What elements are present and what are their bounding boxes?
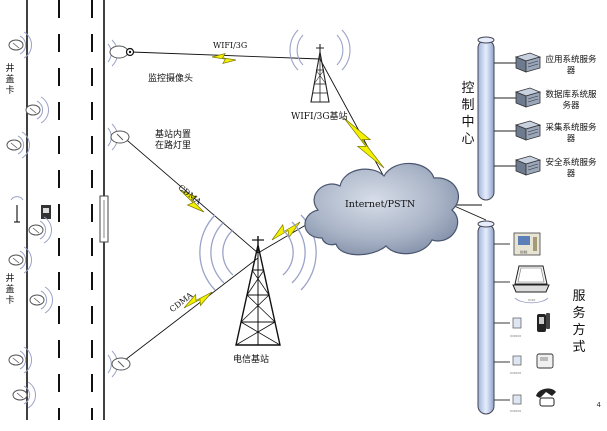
wifi-base-station-label: WIFI/3G基站: [291, 112, 348, 122]
manhole-label-bottom: 井盖卡: [5, 274, 15, 306]
service-bus: [477, 220, 495, 415]
lightning-bolt-icon: [183, 291, 213, 309]
phone-icon: ▭▭▭: [510, 313, 550, 338]
lightning-bolt-icon: [211, 53, 237, 64]
manhole-label-top: 井盖卡: [5, 64, 15, 96]
manhole-sensor-icon: [12, 381, 37, 409]
camera-label: 监控摄像头: [148, 74, 194, 84]
laptop-icon: ▭▭: [512, 265, 550, 304]
road-device-icon: [41, 205, 51, 219]
manhole-sensor-icon: [28, 216, 53, 244]
control-center-bus: [477, 36, 495, 201]
server-group: [514, 52, 542, 176]
camera-icon: [107, 39, 135, 67]
service-mode-label: 服务方式: [572, 289, 586, 355]
streetlight-station-icon: [107, 123, 130, 151]
server-label-db: 数据库系统服务器: [545, 90, 597, 111]
svg-text:▭▭▭: ▭▭▭: [510, 370, 522, 375]
fax-icon: ▭▭▭: [510, 353, 554, 375]
server-label-security: 安全系统服务器: [545, 158, 597, 179]
server-icon: [514, 120, 542, 141]
kiosk-icon: ▤▤: [513, 232, 541, 256]
streetlight-pole-icon: [99, 195, 109, 243]
lightning-bolt-icon: [179, 189, 205, 213]
road: [26, 0, 105, 420]
device-connectors: [494, 243, 510, 401]
streetlight-station-label-1: 基站内置: [155, 130, 192, 140]
manhole-sensor-icon: [8, 246, 33, 274]
svg-text:▤▤: ▤▤: [520, 249, 528, 254]
wifi-tower-icon: [289, 29, 351, 103]
telecom-tower-icon: [199, 214, 317, 346]
svg-text:▭▭: ▭▭: [528, 297, 536, 302]
server-icon: [514, 52, 542, 73]
telecom-station-label: 电信基站: [233, 355, 270, 365]
svg-text:▭▭▭: ▭▭▭: [510, 408, 522, 413]
manhole-sensor-icon: [8, 31, 33, 59]
manhole-sensor-icon: [25, 96, 50, 124]
roadside-station-icon: [107, 350, 131, 378]
server-label-app: 应用系统服务器: [545, 55, 597, 76]
internet-cloud-icon: [304, 162, 460, 256]
page-number: 4: [596, 401, 601, 409]
streetlight-station-label-2: 在路灯里: [155, 141, 192, 151]
lightning-bolt-icon: [343, 117, 385, 169]
wifi-link-label: WIFI/3G: [213, 41, 248, 50]
cloud-label: Internet/PSTN: [345, 199, 416, 210]
server-icon: [514, 87, 542, 108]
manhole-sensors: [6, 31, 54, 409]
manhole-sensor-icon: [29, 286, 54, 314]
server-icon: [514, 155, 542, 176]
lightning-bolt-icon: [271, 221, 301, 241]
telephone-icon: ▭▭▭: [510, 388, 556, 413]
server-label-collect: 采集系统服务器: [545, 123, 597, 144]
server-connectors: [494, 62, 516, 167]
road-tower-icon: [10, 196, 24, 223]
manhole-sensor-icon: [8, 346, 33, 374]
wireless-bolts: [179, 53, 385, 309]
svg-text:▭▭▭: ▭▭▭: [510, 333, 522, 338]
manhole-sensor-icon: [6, 131, 31, 159]
control-center-label: 控制中心: [461, 81, 475, 147]
